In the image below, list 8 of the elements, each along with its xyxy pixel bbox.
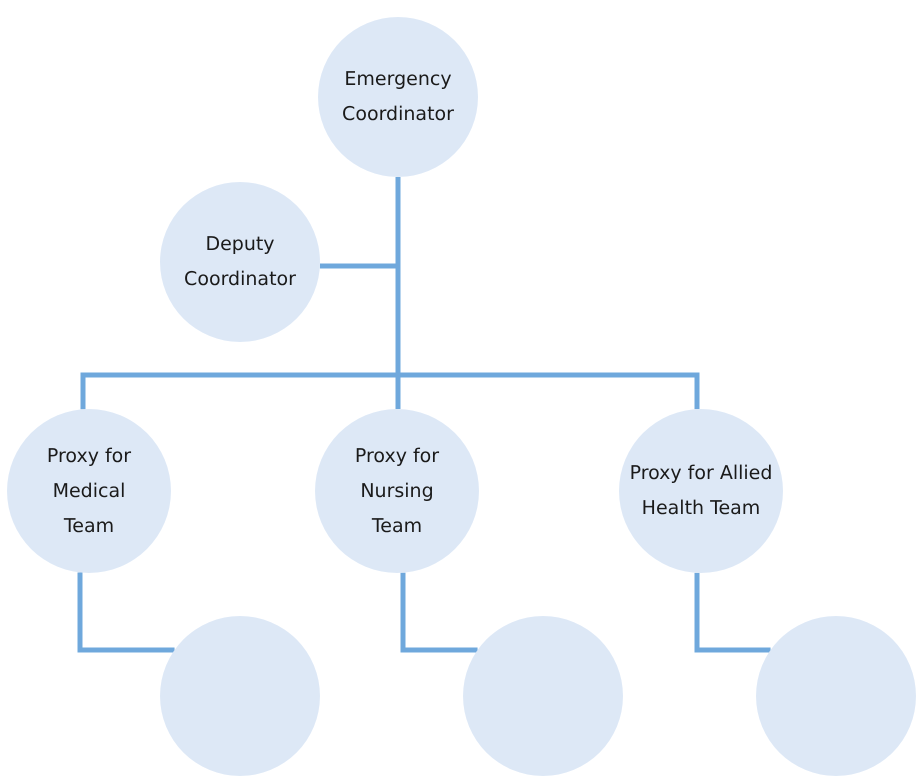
connector-line	[78, 572, 175, 652]
role-label: Emergency Coordinator	[341, 67, 455, 127]
connector-line	[400, 572, 478, 652]
connector-line	[694, 572, 771, 652]
role-label: Proxy for Nursing Team	[354, 444, 440, 538]
role-label: Proxy for Medical Team	[46, 444, 132, 538]
role-label: Deputy Coordinator	[183, 232, 297, 292]
role-label: Proxy for Allied Health Team	[628, 461, 774, 521]
